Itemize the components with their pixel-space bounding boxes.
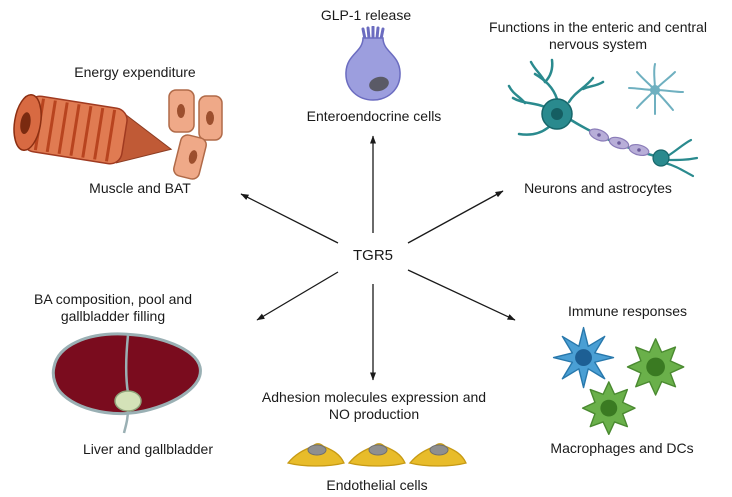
liver-gallbladder-icon bbox=[40, 327, 212, 437]
macrophages-dcs-icon bbox=[548, 322, 708, 439]
neurons-function-label: Functions in the enteric and central ner… bbox=[489, 19, 707, 53]
enteroendocrine-cell-icon bbox=[333, 26, 413, 104]
muscle-label: Muscle and BAT bbox=[89, 180, 191, 196]
arrow-to-liver bbox=[256, 271, 339, 321]
microvilli bbox=[361, 26, 385, 41]
neurons-astrocytes-icon bbox=[505, 52, 715, 182]
macrophage-green-2 bbox=[581, 381, 636, 436]
astrocyte bbox=[628, 63, 684, 115]
macrophage-green-1 bbox=[626, 338, 685, 396]
cell-nucleus bbox=[369, 76, 389, 92]
muscle-and-bat-icon bbox=[5, 84, 235, 182]
immune-label: Macrophages and DCs bbox=[550, 440, 694, 456]
terminal-soma bbox=[652, 149, 670, 167]
muscle-function-label: Energy expenditure bbox=[74, 64, 196, 80]
arrow-to-immune bbox=[407, 269, 516, 321]
bat-cells bbox=[168, 89, 223, 180]
arrow-to-neurons bbox=[407, 190, 504, 244]
gallbladder bbox=[114, 390, 142, 412]
neuron-nucleus bbox=[551, 108, 563, 120]
arrow-to-muscle bbox=[240, 193, 339, 244]
dendritic-cell-blue bbox=[552, 326, 615, 389]
bat-cell-nuclei bbox=[177, 104, 214, 164]
liver-label: Liver and gallbladder bbox=[83, 441, 213, 457]
endothelial-function-label: Adhesion molecules expression and NO pro… bbox=[261, 389, 487, 423]
enteroendocrine-function-label: GLP-1 release bbox=[320, 7, 412, 23]
endothelial-cells-icon bbox=[287, 436, 467, 470]
enteroendocrine-label: Enteroendocrine cells bbox=[306, 108, 442, 124]
neurons-label: Neurons and astrocytes bbox=[524, 180, 672, 196]
cell-body bbox=[345, 37, 401, 101]
liver-function-label: BA composition, pool and gallbladder fil… bbox=[34, 291, 192, 325]
endothelial-label: Endothelial cells bbox=[326, 477, 428, 493]
immune-function-label: Immune responses bbox=[567, 303, 688, 319]
neuron-dendrites bbox=[507, 58, 657, 158]
endothelial-cell-3 bbox=[408, 443, 467, 467]
endothelial-cell-2 bbox=[347, 443, 406, 467]
muscle-fiber bbox=[13, 94, 173, 165]
myelin-nuclei bbox=[597, 133, 641, 152]
endothelial-cell-1 bbox=[287, 443, 345, 467]
falciform-ligament bbox=[124, 334, 130, 394]
center-label-tgr5: TGR5 bbox=[352, 247, 393, 264]
